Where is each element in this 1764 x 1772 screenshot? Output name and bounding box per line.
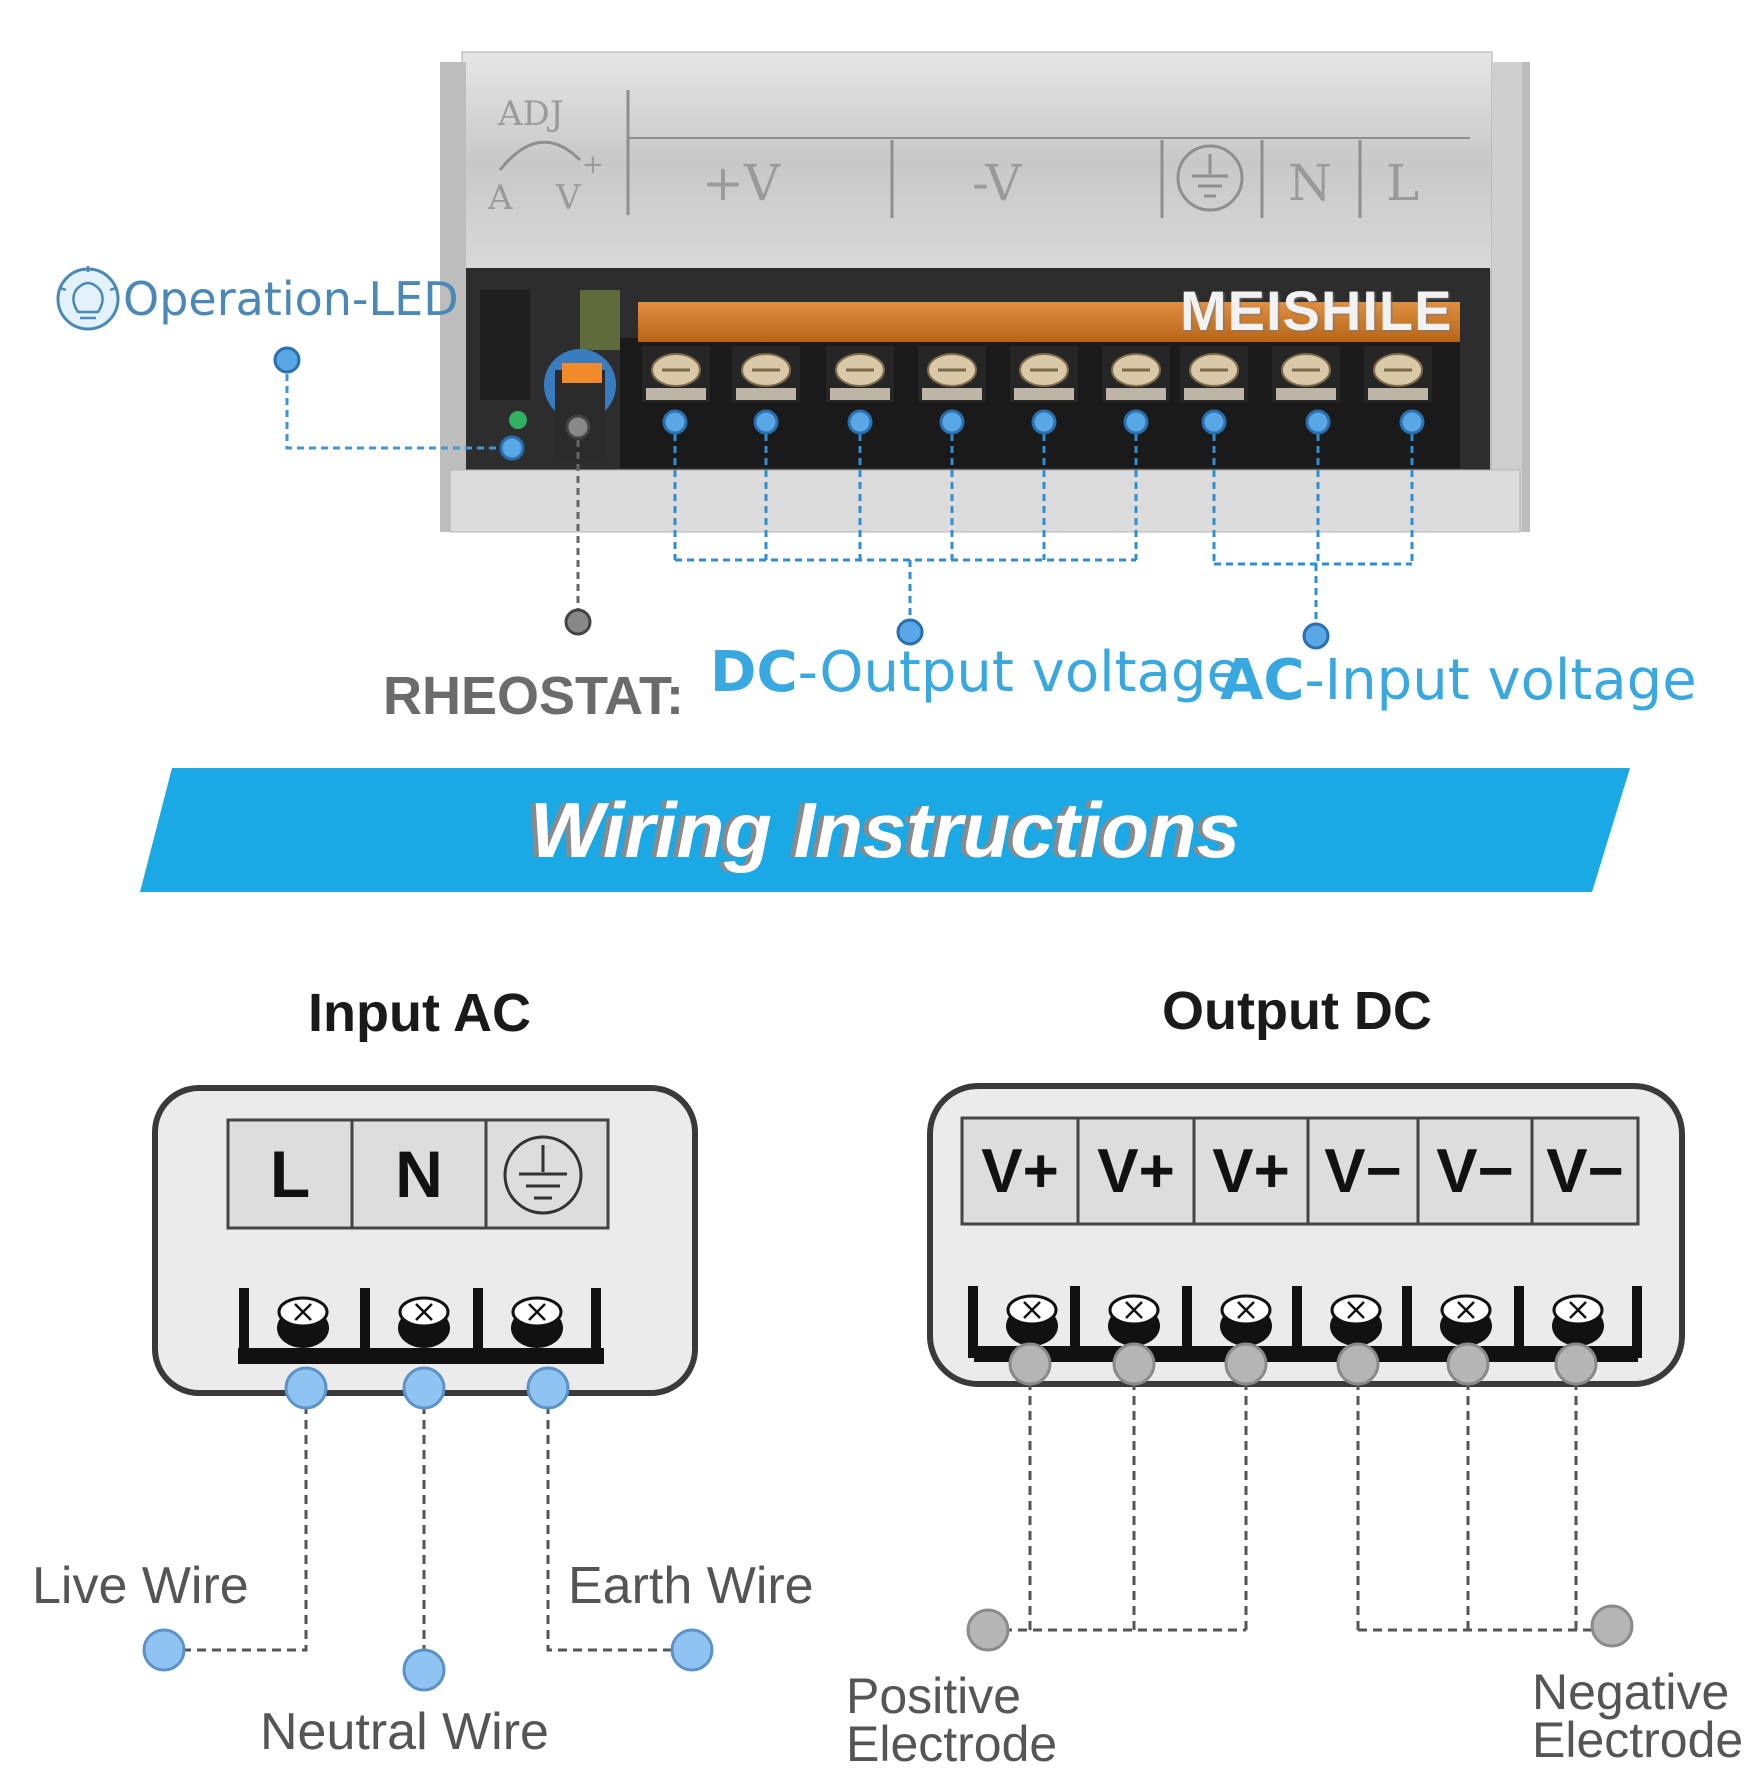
rheostat-callout-dot: [565, 414, 591, 440]
ac-terminal-l: L: [269, 1137, 311, 1211]
minus-v-label: -V: [972, 154, 1022, 212]
negative-line-1: Negative: [1532, 1664, 1730, 1720]
earth-ground-icon: [503, 1135, 583, 1215]
case-bottom-lip: [449, 469, 1521, 533]
led-callout-dot: [273, 346, 301, 374]
plus-v-label: +V: [702, 154, 781, 212]
terminal-callout-dot: [847, 409, 873, 435]
screw-icon: [1182, 1286, 1272, 1358]
output-dc-title: Output DC: [1162, 981, 1432, 1041]
screw-icon: [1292, 1286, 1382, 1358]
dc-terminal-6: V−: [1546, 1136, 1624, 1206]
terminal-rail: [238, 1348, 604, 1364]
earth-wire-label: Earth Wire: [568, 1557, 814, 1615]
dc-rest: -Output voltage: [797, 640, 1241, 705]
operation-led-indicator: [509, 411, 527, 429]
terminal-callout-dot: [753, 409, 779, 435]
dc-terminal-1: V+: [981, 1136, 1059, 1206]
adj-label: ADJ: [498, 94, 564, 134]
screw-icon: [239, 1288, 329, 1360]
negative-line-2: Electrode: [1532, 1712, 1744, 1768]
positive-line-1: Positive: [846, 1668, 1022, 1724]
screw-icon: [1010, 346, 1078, 402]
dc-terminal-4: V−: [1324, 1136, 1402, 1206]
dc-callout-dot: [896, 618, 924, 646]
screw-icon: [968, 1286, 1058, 1358]
earth-wire-end-dot: [670, 1628, 714, 1672]
ac-callout-dot: [1302, 622, 1330, 650]
negative-electrode-label: Negative Electrode: [1532, 1664, 1764, 1768]
terminal-callout-dot: [662, 409, 688, 435]
rheostat-label: RHEOSTAT:: [383, 666, 684, 726]
l-terminal-label: L: [1386, 154, 1420, 212]
neutral-terminal-dot: [402, 1366, 446, 1410]
ac-bold: AC: [1220, 648, 1305, 713]
n-terminal-label: N: [1288, 154, 1332, 212]
terminal-callout-dot: [1031, 409, 1057, 435]
dc-terminal-5: V−: [1436, 1136, 1514, 1206]
screw-icon: [1102, 346, 1170, 402]
screw-icon: [1070, 1286, 1160, 1358]
dc-bold: DC: [710, 640, 798, 705]
screw-icon: [360, 1288, 450, 1360]
screw-icon: [1364, 346, 1432, 402]
dc-terminal-3: V+: [1212, 1136, 1290, 1206]
earth-ground-icon: [1176, 144, 1244, 212]
case-top-panel: [461, 51, 1493, 273]
positive-line-2: Electrode: [846, 1716, 1058, 1772]
brand-logo: MEISHILE: [1180, 279, 1453, 342]
ac-input-label: AC-Input voltage: [1220, 648, 1697, 713]
screw-icon: [1402, 1286, 1492, 1358]
terminal-callout-dot: [939, 409, 965, 435]
dc-output-label: DC-Output voltage: [710, 640, 1241, 705]
screw-icon: [918, 346, 986, 402]
negative-electrode-dot: [1590, 1604, 1634, 1648]
earth-terminal-dot: [526, 1366, 570, 1410]
screw-icon: [1272, 346, 1340, 402]
live-wire-label: Live Wire: [32, 1557, 249, 1615]
screw-icon: [826, 346, 894, 402]
adj-a-label: A: [488, 178, 513, 218]
terminal-cover: [638, 302, 1460, 342]
neutral-wire-label: Neutral Wire: [260, 1703, 549, 1761]
terminal-callout-dot: [1305, 409, 1331, 435]
ac-terminal-n: N: [395, 1137, 443, 1211]
screw-icon: [1514, 1286, 1604, 1358]
terminal-callout-dot: [1201, 409, 1227, 435]
adj-v-label: V: [556, 178, 581, 218]
banner-title: Wiring Instructions: [530, 785, 1240, 874]
adj-plus-label: +: [582, 150, 604, 180]
lightbulb-icon: [56, 266, 120, 331]
dc-terminal-2: V+: [1097, 1136, 1175, 1206]
ac-rest: -Input voltage: [1304, 648, 1697, 713]
screw-icon: [642, 346, 710, 402]
banner-background: [140, 768, 1630, 892]
screw-icon: [473, 1288, 563, 1360]
terminal-callout-dot: [1123, 409, 1149, 435]
neutral-wire-end-dot: [402, 1648, 446, 1692]
screw-icon: [732, 346, 800, 402]
input-ac-title: Input AC: [308, 983, 531, 1043]
screw-icon: [1180, 346, 1248, 402]
positive-electrode-dot: [966, 1608, 1010, 1652]
positive-electrode-label: Positive Electrode: [846, 1668, 1086, 1772]
terminal-callout-dot: [1399, 409, 1425, 435]
operation-led-label: Operation-LED: [123, 272, 459, 326]
live-wire-end-dot: [142, 1628, 186, 1672]
live-terminal-dot: [284, 1366, 328, 1410]
